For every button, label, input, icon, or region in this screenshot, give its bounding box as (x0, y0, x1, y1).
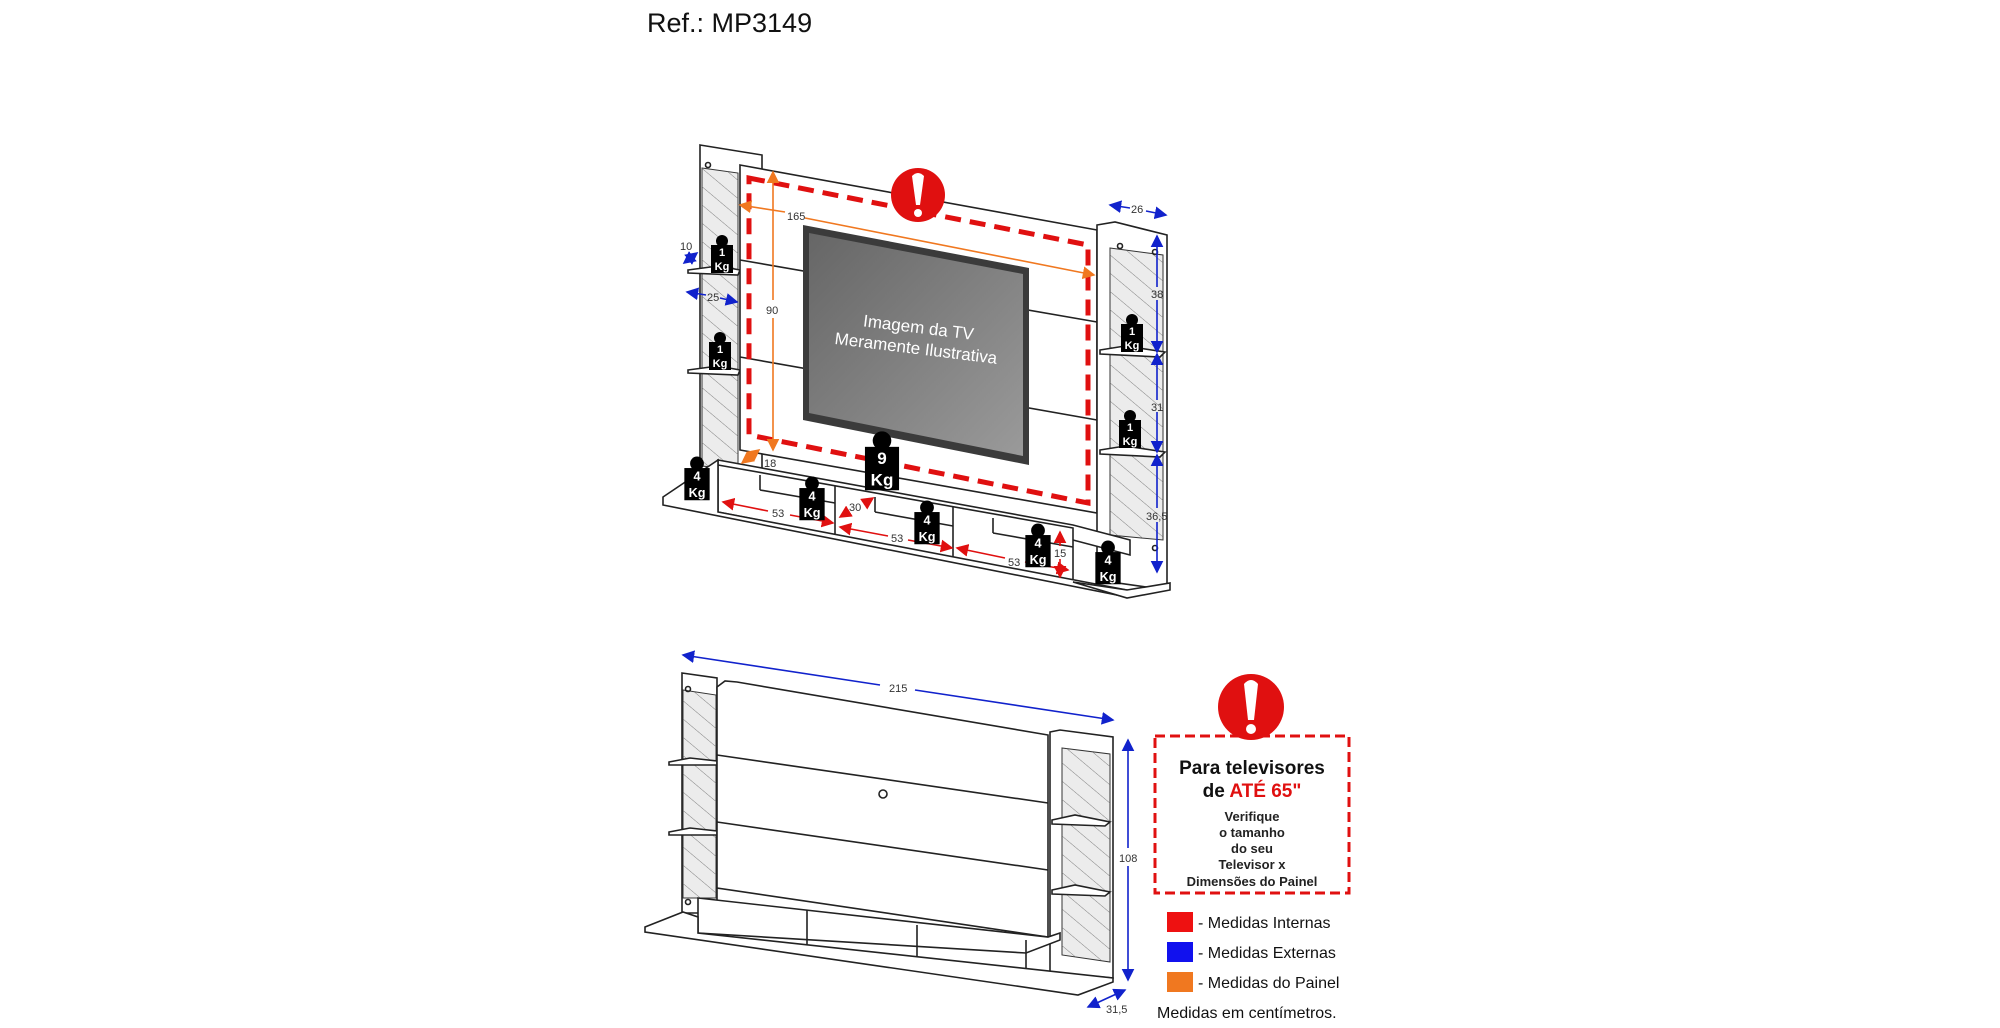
svg-text:4: 4 (1104, 554, 1111, 568)
bottom-furniture-illustration (644, 672, 1114, 996)
svg-text:1: 1 (717, 344, 723, 356)
svg-text:Kg: Kg (804, 506, 821, 520)
svg-text:1: 1 (1127, 422, 1133, 434)
dim-niche-3-width: 53 (1008, 557, 1020, 569)
svg-text:1: 1 (1129, 326, 1135, 338)
weight-icon: 4Kg (1025, 523, 1051, 568)
top-dimensions: 165 90 18 10 25 26 38 31 36,5 53 53 53 (680, 170, 1168, 579)
legend-swatch-external (1167, 942, 1193, 962)
legend-swatch-internal (1167, 912, 1193, 932)
dim-panel-width: 165 (787, 211, 805, 223)
dim-right-tower-width: 26 (1131, 204, 1143, 216)
dim-right-gap-bottom: 36,5 (1146, 511, 1167, 523)
warning-icon (1218, 674, 1284, 740)
legend-label-internal: - Medidas Internas (1198, 915, 1331, 932)
dim-total-depth: 31,5 (1106, 1004, 1127, 1016)
dim-panel-depth: 18 (764, 458, 776, 470)
svg-text:Kg: Kg (1100, 570, 1117, 584)
svg-text:4: 4 (693, 470, 700, 484)
color-legend: - Medidas Internas - Medidas Externas - … (1157, 912, 1339, 1022)
weight-icon: 4Kg (1095, 540, 1121, 585)
notice-title-line1: Para televisores (1179, 758, 1325, 779)
dim-left-shelf-depth: 25 (707, 292, 719, 304)
svg-text:Kg: Kg (1030, 553, 1047, 567)
notice-body-line: Verifique (1225, 809, 1280, 824)
dim-right-gap-top: 38 (1151, 289, 1163, 301)
dim-niche-height: 15 (1054, 548, 1066, 560)
weight-icon: 1Kg (1121, 314, 1143, 352)
svg-text:Kg: Kg (871, 471, 894, 490)
bottom-dimensions: 215 108 31,5 (681, 650, 1137, 1016)
svg-text:Kg: Kg (713, 358, 728, 370)
dim-total-width: 215 (889, 683, 907, 695)
svg-text:Kg: Kg (689, 486, 706, 500)
tv-area-outline (746, 174, 1091, 507)
notice-title-line2: de ATÉ 65" (1203, 780, 1302, 802)
notice-body-line: o tamanho (1219, 825, 1285, 840)
notice-body-line: Dimensões do Painel (1187, 874, 1318, 889)
dim-niche-depth: 30 (849, 502, 861, 514)
dim-panel-height: 90 (766, 305, 778, 317)
dim-niche-1-width: 53 (772, 508, 784, 520)
dim-total-height: 108 (1119, 853, 1137, 865)
warning-icon (891, 168, 945, 222)
svg-text:1: 1 (719, 247, 725, 259)
svg-text:4: 4 (923, 514, 930, 528)
weight-icon: 9Kg (864, 431, 900, 491)
dim-left-shelf-front: 10 (680, 241, 692, 253)
tv-size-notice: Para televisores de ATÉ 65" Verifique o … (1153, 674, 1351, 895)
weight-icon: 1Kg (711, 235, 733, 273)
units-note: Medidas em centímetros. (1157, 1005, 1337, 1022)
svg-text:Kg: Kg (715, 261, 730, 273)
dim-niche-2-width: 53 (891, 533, 903, 545)
legend-swatch-panel (1167, 972, 1193, 992)
svg-text:4: 4 (1034, 537, 1041, 551)
dim-right-gap-middle: 31 (1151, 402, 1163, 414)
legend-label-external: - Medidas Externas (1198, 945, 1336, 962)
weight-icon: 1Kg (1119, 410, 1141, 448)
notice-body-line: do seu (1231, 841, 1273, 856)
weight-labels: 1Kg 1Kg 4Kg 9Kg 4Kg 4Kg 4Kg 4Kg (684, 235, 1143, 585)
svg-text:9: 9 (877, 449, 886, 468)
svg-text:Kg: Kg (919, 530, 936, 544)
legend-label-panel: - Medidas do Painel (1198, 975, 1339, 992)
notice-body-line: Televisor x (1219, 857, 1287, 872)
reference-code: Ref.: MP3149 (647, 8, 812, 38)
svg-text:Kg: Kg (1123, 436, 1138, 448)
weight-icon: 4Kg (684, 456, 710, 501)
svg-text:4: 4 (808, 490, 815, 504)
weight-icon: 4Kg (799, 476, 825, 521)
svg-text:Kg: Kg (1125, 340, 1140, 352)
weight-icon: 1Kg (709, 332, 731, 370)
weight-icon: 4Kg (914, 500, 940, 545)
